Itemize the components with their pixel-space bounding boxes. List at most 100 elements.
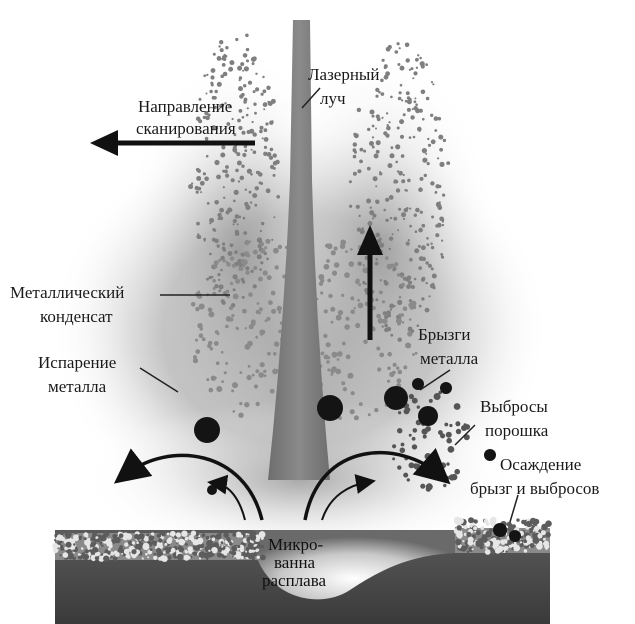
powder-grain (253, 552, 257, 556)
condensate-particle (382, 300, 385, 303)
condensate-particle (332, 352, 338, 358)
powder-grain (124, 542, 128, 546)
condensate-particle (264, 246, 267, 249)
condensate-particle (214, 230, 216, 232)
condensate-particle (252, 374, 255, 377)
powder-grain (181, 531, 187, 537)
powder-grain (505, 546, 508, 549)
condensate-particle (437, 157, 439, 159)
condensate-particle (229, 317, 233, 321)
powder-grain (223, 546, 225, 548)
condensate-particle (455, 421, 460, 426)
condensate-particle (366, 199, 371, 204)
powder-grain (158, 538, 162, 542)
condensate-particle (428, 295, 430, 297)
condensate-particle (258, 173, 262, 177)
condensate-particle (337, 351, 343, 357)
powder-grain (177, 554, 184, 561)
powder-grain (524, 549, 528, 553)
condensate-particle (369, 141, 374, 146)
condensate-particle (379, 237, 382, 240)
powder-grain (507, 528, 510, 531)
condensate-particle (397, 300, 402, 305)
condensate-particle (355, 323, 360, 328)
condensate-particle (381, 92, 385, 96)
condensate-particle (379, 172, 382, 175)
powder-grain (501, 541, 505, 545)
condensate-particle (250, 201, 252, 203)
powder-grain (232, 556, 234, 558)
condensate-particle (237, 66, 242, 71)
condensate-particle (213, 287, 216, 290)
condensate-particle (245, 34, 249, 38)
condensate-particle (361, 227, 364, 230)
condensate-particle (394, 262, 398, 266)
powder-grain (513, 545, 520, 552)
condensate-particle (206, 93, 208, 95)
condensate-particle (418, 266, 422, 270)
condensate-particle (432, 274, 437, 279)
condensate-particle (403, 306, 408, 311)
condensate-particle (441, 240, 443, 242)
condensate-particle (206, 155, 209, 158)
powder-grain (154, 553, 157, 556)
condensate-particle (232, 264, 236, 268)
condensate-particle (232, 382, 238, 388)
powder-grain (231, 551, 236, 556)
condensate-particle (230, 243, 234, 247)
condensate-particle (426, 483, 433, 490)
condensate-particle (223, 186, 225, 188)
powder-grain (235, 551, 241, 557)
condensate-particle (259, 181, 262, 184)
label-condensate-line1: Металлический (10, 283, 124, 302)
condensate-particle (401, 276, 404, 279)
condensate-particle (242, 131, 246, 135)
condensate-particle (422, 429, 428, 435)
powder-grain (71, 546, 75, 550)
condensate-particle (374, 408, 378, 412)
label-scan-line2: сканирования (136, 119, 236, 138)
powder-grain (118, 547, 123, 552)
condensate-particle (398, 338, 402, 342)
condensate-particle (245, 344, 251, 350)
condensate-particle (401, 179, 405, 183)
condensate-particle (214, 200, 219, 205)
condensate-particle (248, 81, 252, 85)
powder-grain (188, 556, 191, 559)
condensate-particle (213, 53, 216, 56)
powder-grain (131, 546, 133, 548)
condensate-particle (394, 179, 397, 182)
condensate-particle (411, 285, 415, 289)
condensate-particle (265, 239, 270, 244)
condensate-particle (397, 378, 402, 383)
powder-grain (206, 546, 209, 549)
condensate-particle (405, 43, 410, 48)
condensate-particle (439, 148, 443, 152)
powder-grain (535, 524, 537, 526)
condensate-particle (253, 90, 256, 93)
condensate-particle (273, 153, 277, 157)
condensate-particle (356, 205, 360, 209)
condensate-particle (229, 60, 234, 65)
condensate-particle (242, 309, 247, 314)
condensate-particle (233, 200, 236, 203)
condensate-particle (262, 330, 265, 333)
condensate-particle (405, 189, 408, 192)
powder-grain (208, 550, 210, 552)
condensate-particle (385, 256, 389, 260)
powder-grain (124, 549, 130, 555)
powder-grain (261, 537, 264, 540)
condensate-particle (386, 112, 388, 114)
condensate-particle (375, 128, 377, 130)
powder-grain (167, 533, 170, 536)
condensate-particle (404, 208, 408, 212)
condensate-particle (278, 330, 282, 334)
condensate-particle (415, 103, 418, 106)
condensate-particle (409, 434, 412, 437)
condensate-particle (246, 114, 249, 117)
condensate-particle (384, 328, 388, 332)
condensate-particle (238, 413, 243, 418)
condensate-particle (375, 262, 379, 266)
condensate-particle (418, 187, 423, 192)
condensate-particle (263, 89, 267, 93)
